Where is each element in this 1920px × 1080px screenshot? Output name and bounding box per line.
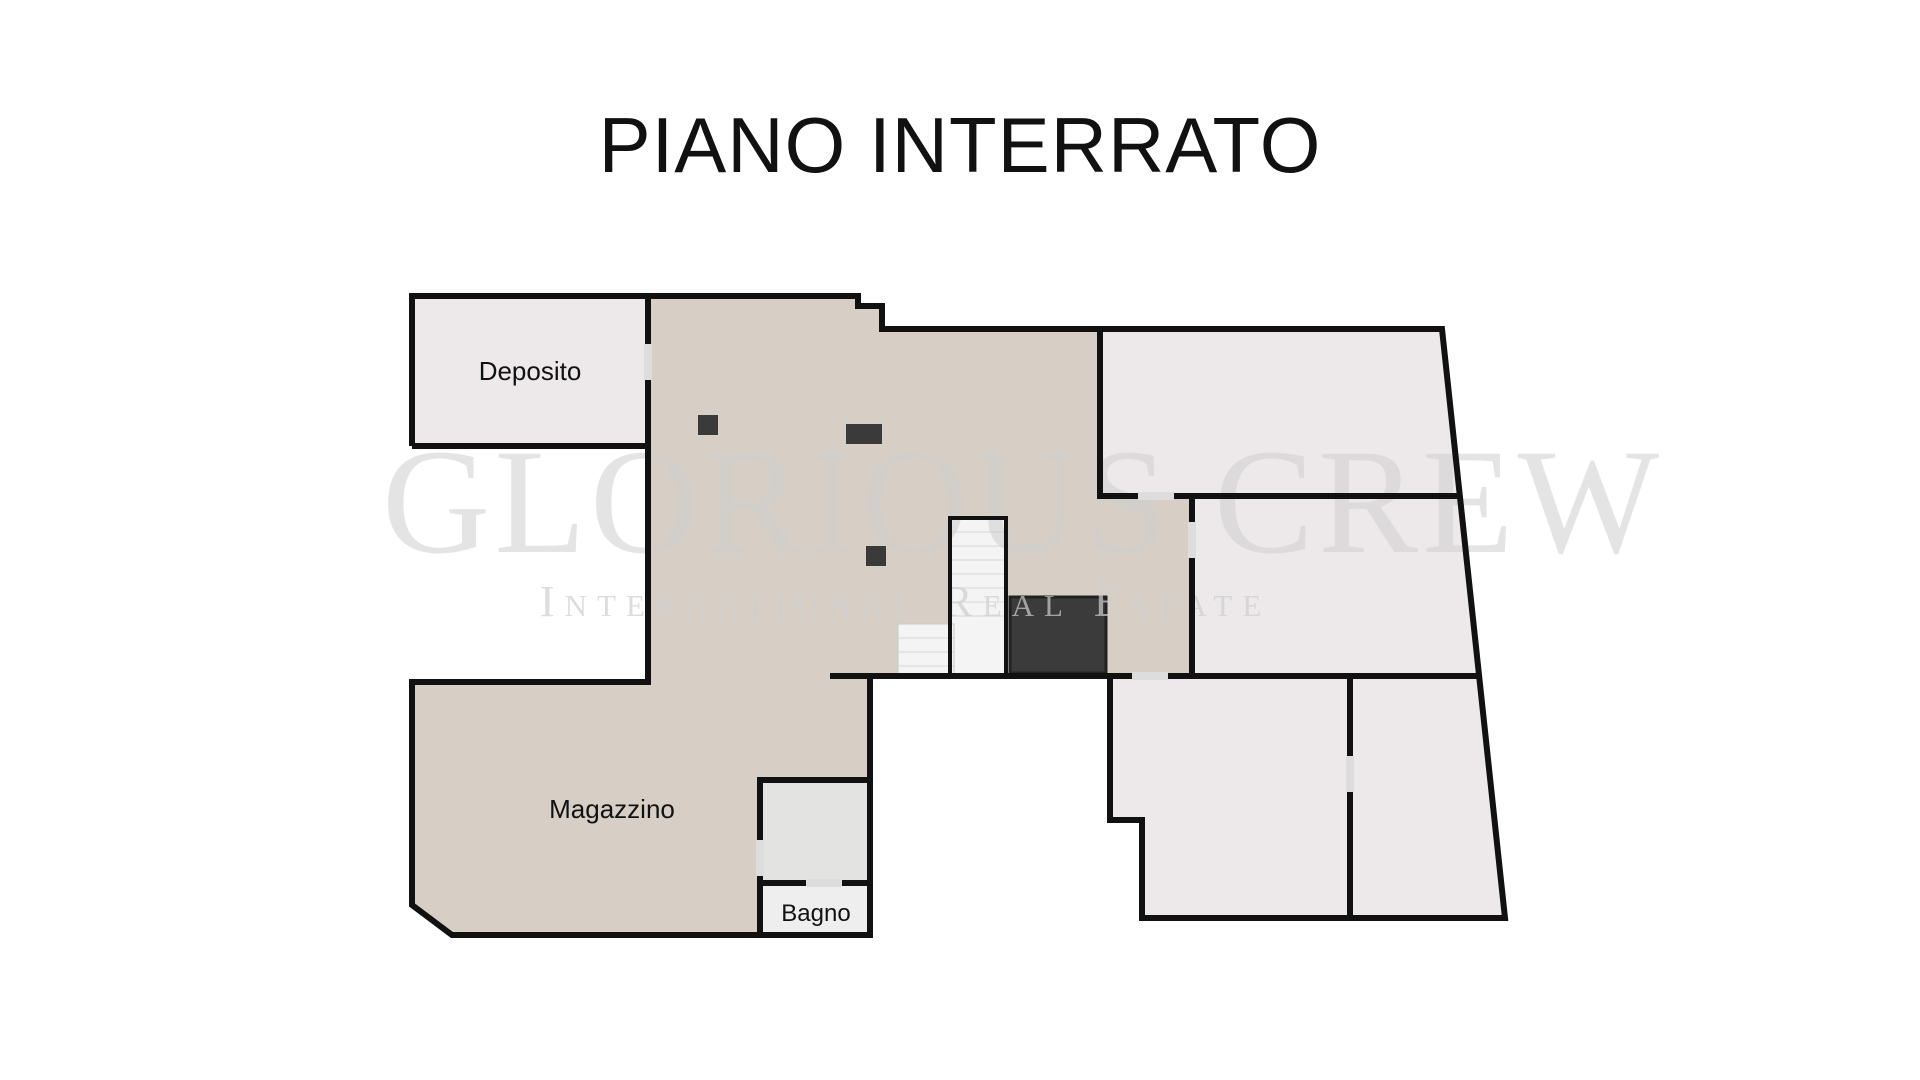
room-middle-right <box>1192 496 1477 676</box>
door <box>1132 672 1168 680</box>
stairs <box>897 517 1007 677</box>
room-label-bagno: Bagno <box>781 900 850 927</box>
door <box>644 344 652 380</box>
watermark-tagline: International Real Estate <box>540 577 1271 626</box>
magazzino-area <box>412 296 1192 935</box>
pillar <box>866 546 886 566</box>
door <box>756 840 764 876</box>
room-bottom-right-a <box>1110 676 1350 918</box>
antibagno-room <box>760 780 870 883</box>
door <box>1346 756 1354 792</box>
pillar <box>698 415 718 435</box>
bagno-room <box>760 883 870 935</box>
room-top-right <box>1100 329 1459 496</box>
elevator-shaft <box>1008 595 1108 675</box>
deposito-room <box>412 296 648 446</box>
room-label-magazzino: Magazzino <box>549 794 675 824</box>
pillar <box>846 424 882 444</box>
door <box>806 879 842 887</box>
room-bottom-right-b <box>1350 676 1505 918</box>
room-label-deposito: Deposito <box>479 356 582 386</box>
door <box>1188 522 1196 558</box>
plan-title: PIANO INTERRATO <box>598 101 1322 189</box>
door <box>1138 492 1174 500</box>
